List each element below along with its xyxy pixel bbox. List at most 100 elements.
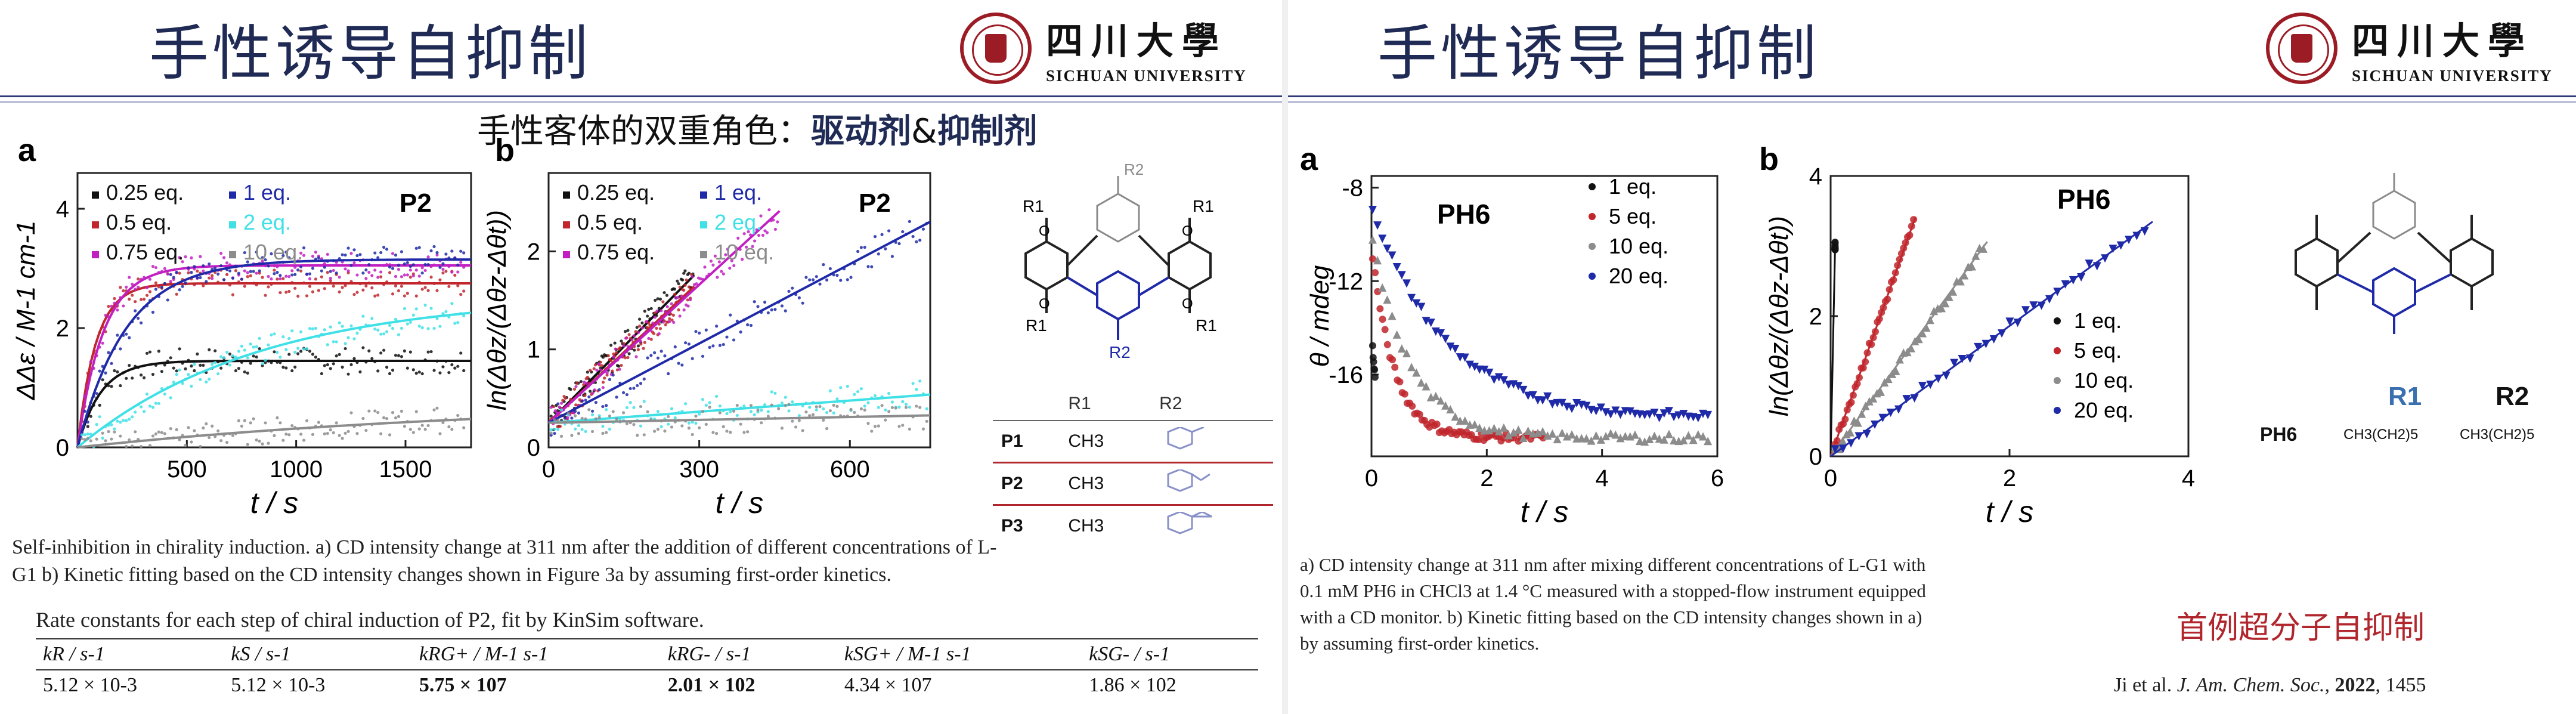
- data-point: [632, 406, 636, 409]
- data-point: [553, 409, 557, 413]
- data-point: [296, 294, 300, 298]
- data-point: [175, 373, 178, 376]
- data-point: [757, 233, 761, 237]
- data-point: [1392, 262, 1401, 271]
- rate-constants-table: kR / s-1 kS / s-1 kRG+ / M-1 s-1 kRG- / …: [36, 638, 1258, 700]
- data-point: [856, 249, 860, 254]
- data-point: [332, 340, 335, 344]
- data-point: [560, 401, 564, 405]
- data-point: [414, 372, 418, 375]
- data-point: [1587, 436, 1596, 445]
- data-point: [1514, 425, 1523, 434]
- data-point: [432, 326, 436, 330]
- data-point: [780, 401, 784, 405]
- data-point: [349, 264, 353, 267]
- data-point: [651, 322, 655, 325]
- data-point: [240, 277, 243, 281]
- data-point: [866, 265, 870, 268]
- data-point: [859, 407, 863, 411]
- data-point: [636, 348, 640, 351]
- data-point: [290, 273, 294, 277]
- data-point: [255, 355, 258, 359]
- data-point: [1847, 439, 1856, 448]
- data-point: [335, 340, 338, 344]
- data-point: [566, 412, 570, 415]
- data-point: [340, 365, 344, 369]
- rate-header: kS / s-1: [224, 638, 412, 670]
- data-point: [175, 369, 178, 373]
- data-point: [441, 421, 445, 425]
- data-point: [715, 324, 719, 328]
- data-point: [680, 363, 684, 367]
- data-point: [624, 336, 628, 340]
- data-point: [736, 236, 740, 240]
- data-point: [632, 334, 636, 338]
- data-point: [575, 381, 579, 385]
- data-point: [400, 326, 404, 330]
- data-point: [447, 371, 451, 375]
- data-point: [246, 271, 249, 274]
- data-point: [284, 432, 288, 436]
- data-point: [691, 357, 694, 360]
- data-point: [202, 264, 205, 268]
- data-point: [137, 277, 140, 281]
- data-point: [687, 342, 691, 346]
- data-point: [770, 390, 773, 394]
- data-point: [1831, 445, 1840, 454]
- data-point: [444, 310, 448, 313]
- data-point: [405, 366, 409, 370]
- data-point: [704, 403, 708, 407]
- data-point: [552, 405, 556, 409]
- data-point: [382, 332, 386, 336]
- data-point: [1480, 366, 1489, 375]
- fit-line: [1830, 221, 2153, 458]
- data-point: [669, 312, 673, 316]
- data-point: [618, 367, 621, 371]
- data-point: [249, 421, 252, 425]
- subtitle-amp: &: [911, 112, 937, 151]
- data-point: [134, 288, 137, 291]
- data-point: [456, 321, 460, 324]
- x-tick-label: 500: [167, 456, 207, 483]
- data-point: [249, 361, 252, 365]
- data-point: [1558, 398, 1566, 407]
- data-point: [584, 429, 587, 433]
- data-point: [249, 342, 252, 346]
- data-point: [352, 248, 356, 252]
- data-point: [1388, 311, 1397, 320]
- data-point: [608, 378, 612, 381]
- data-point: [86, 437, 89, 440]
- data-point: [592, 367, 596, 370]
- data-point: [1371, 373, 1379, 381]
- data-point: [682, 288, 686, 292]
- data-point: [559, 408, 564, 412]
- host-label: PH6: [1437, 199, 1490, 230]
- data-point: [661, 320, 665, 324]
- data-point: [1373, 221, 1382, 230]
- data-point: [1402, 279, 1411, 288]
- data-point: [627, 333, 631, 336]
- legend-marker: [92, 191, 99, 199]
- data-point: [1998, 329, 2007, 338]
- data-point: [208, 378, 211, 381]
- data-point: [450, 270, 454, 274]
- data-point: [1433, 421, 1441, 428]
- data-point: [332, 431, 335, 435]
- data-point: [453, 366, 457, 370]
- data-point: [80, 437, 83, 441]
- data-point: [184, 444, 187, 447]
- r1-value: CH3(CH2)5: [2343, 426, 2419, 443]
- legend-marker: [229, 221, 236, 228]
- data-point: [1383, 245, 1392, 254]
- data-point: [131, 293, 134, 297]
- data-point: [131, 415, 134, 419]
- data-point: [323, 328, 326, 332]
- data-point: [1626, 407, 1634, 416]
- plot-frame: [76, 172, 472, 449]
- data-point: [264, 293, 267, 297]
- data-point: [142, 410, 146, 413]
- data-point: [1865, 397, 1874, 406]
- data-point: [1431, 391, 1440, 400]
- data-point: [1558, 428, 1566, 437]
- data-point: [639, 404, 643, 409]
